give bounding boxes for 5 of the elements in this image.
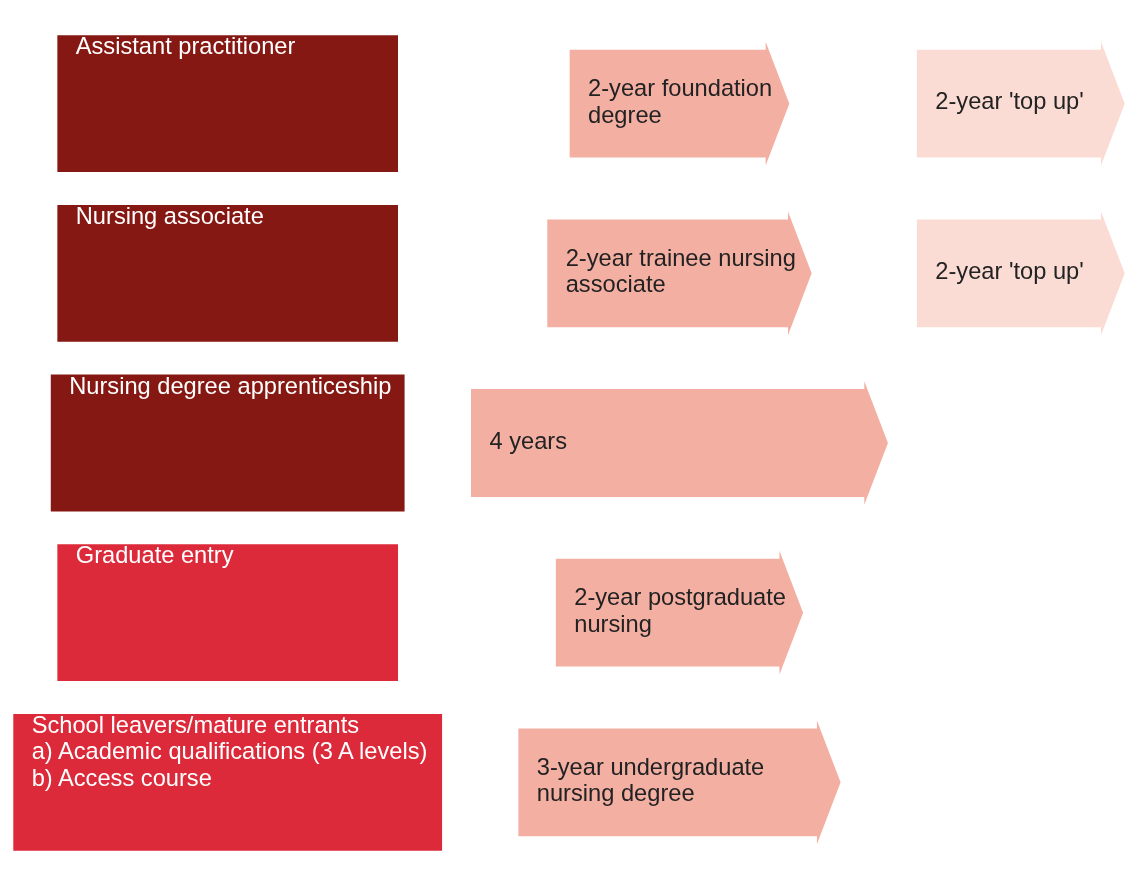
node-box: Nursing degree apprenticeship <box>50 374 405 512</box>
node-box: Nursing associate <box>57 204 398 342</box>
node-box: School leavers/mature entrants a) Academic qualifications (3 A levels) b) Access course <box>13 713 443 851</box>
node-box: Graduate entry <box>57 544 398 682</box>
node-box: Assistant practitioner <box>57 35 398 173</box>
